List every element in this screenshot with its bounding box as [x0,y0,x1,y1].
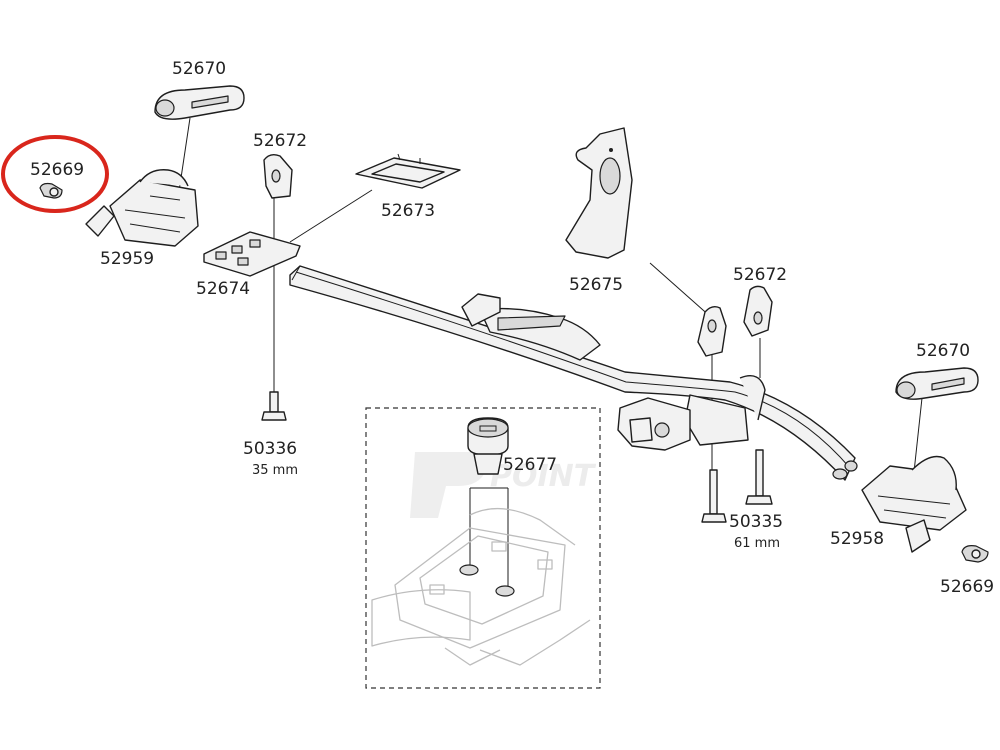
label-foot-right: 52958 [830,529,884,549]
main-rail [289,265,858,481]
plate-part [203,231,301,277]
label-knob: 52677 [503,455,557,475]
label-arm: 52675 [569,275,623,295]
highlight-circle [1,135,109,213]
rail-clamp [617,397,691,451]
frame-part [355,153,461,189]
foot-right [861,455,967,553]
strap-right [895,367,979,400]
label-strap-right: 52670 [916,341,970,361]
holder-left [263,153,293,199]
arm-part [565,127,633,259]
label-tbolt-short: 50336 [243,439,297,459]
bolt-cap-right [961,545,989,563]
size-tbolt-long: 61 mm [734,536,780,551]
tbolt-short [261,391,287,421]
label-bolt-cap-right: 52669 [940,577,994,597]
bolt-cap-left [39,182,63,199]
holder-right [697,285,773,357]
size-tbolt-short: 35 mm [252,463,298,478]
label-foot-left: 52959 [100,249,154,269]
label-plate: 52674 [196,279,250,299]
label-strap-left: 52670 [172,59,226,79]
foot-left [85,169,199,247]
strap-left [154,85,245,120]
label-bolt-cap-left: 52669 [30,160,84,180]
label-frame: 52673 [381,201,435,221]
detail-box [365,407,601,689]
label-tbolt-long: 50335 [729,512,783,532]
label-holder-right: 52672 [733,265,787,285]
tbolt-long [701,449,773,523]
detail-mount-illustration [371,507,591,666]
label-holder-left: 52672 [253,131,307,151]
knob-part [467,417,509,475]
